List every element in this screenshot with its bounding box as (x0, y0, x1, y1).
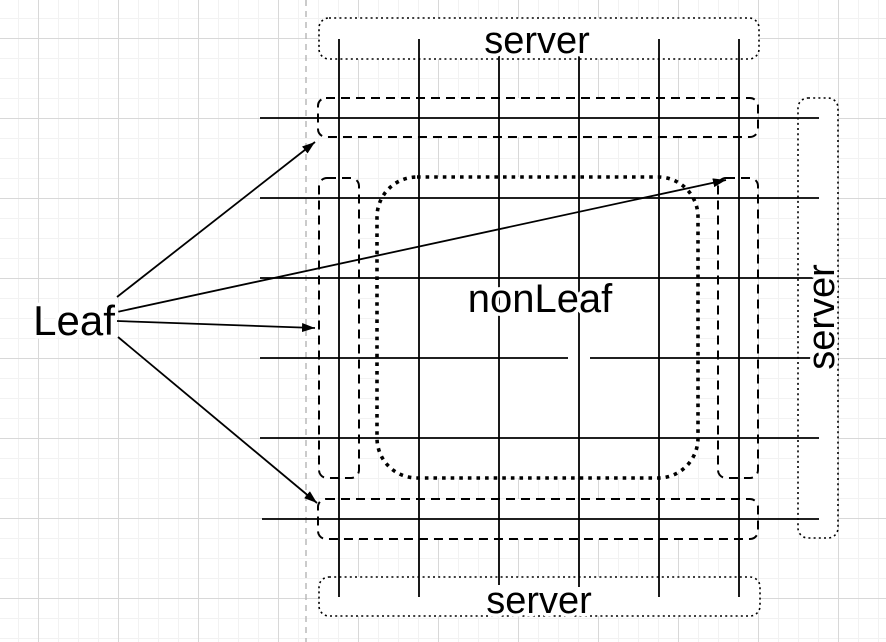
nonleaf-spine-box[interactable] (375, 175, 700, 480)
server-right-box[interactable] (797, 97, 839, 539)
leaf-arrow-to-top-box[interactable] (116, 141, 316, 298)
nonleaf-label[interactable]: nonLeaf (464, 274, 616, 325)
server-top-label[interactable]: server (481, 17, 594, 66)
server-right-label[interactable]: server (798, 260, 847, 373)
leaf-right-box[interactable] (717, 177, 759, 479)
server-bottom-box[interactable] (318, 576, 761, 617)
leaf-arrow-to-right-box[interactable] (116, 178, 727, 313)
server-top-box[interactable] (318, 17, 760, 60)
leaf-label[interactable]: Leaf (30, 294, 119, 348)
server-bottom-label[interactable]: server (483, 577, 596, 626)
leaf-arrow-to-bottom-box[interactable] (117, 336, 318, 504)
leaf-arrow-to-left-box[interactable] (116, 320, 316, 333)
